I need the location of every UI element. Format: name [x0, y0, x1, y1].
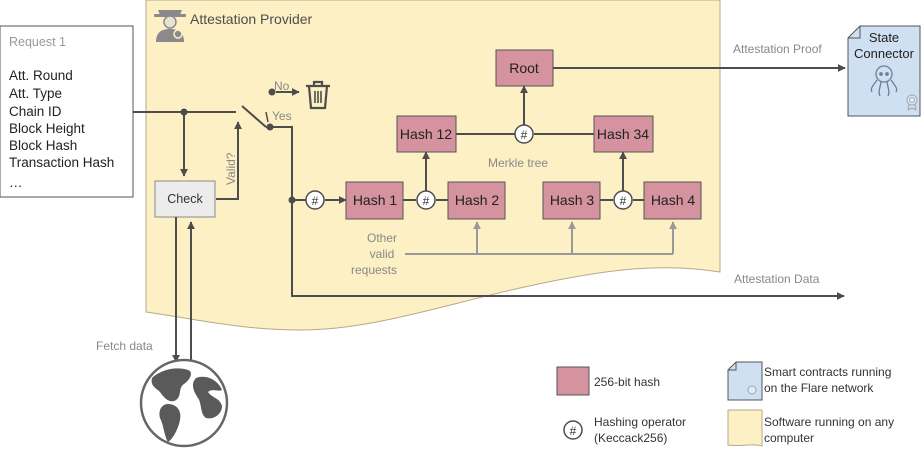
hash-operator-12-symbol: # [423, 194, 430, 208]
hash-operator-34 [613, 190, 633, 210]
request-field-transaction-hash: Transaction Hash [9, 155, 114, 170]
legend-smart-contract-fold [728, 362, 737, 371]
legend-hash-box-label: 256-bit hash [594, 375, 660, 389]
request-field-ellipsis: … [9, 175, 23, 190]
legend-hash-operator-symbol: # [570, 424, 577, 438]
hash-operator-34-symbol: # [620, 194, 627, 208]
trash-icon [306, 80, 330, 110]
legend-hash-operator-line-1: Hashing operator [594, 415, 686, 429]
provider-title: Attestation Provider [190, 11, 313, 27]
other-requests-line-3: requests [351, 263, 397, 277]
root-label: Root [509, 60, 539, 76]
hash-operator-input [305, 190, 325, 210]
hash2-label: Hash 2 [455, 192, 500, 208]
hash3-node [542, 181, 601, 220]
hash-operator-root-symbol: # [521, 128, 528, 142]
hash-operator-input-symbol: # [312, 194, 319, 208]
yes-label: Yes [272, 109, 292, 123]
request-field-block-hash: Block Hash [9, 138, 77, 153]
attestation-provider-area [145, 0, 721, 331]
junction-dot-yes [266, 123, 274, 131]
legend-software-shape [727, 409, 763, 447]
legend-smart-contract-shape [727, 361, 763, 401]
certificate-badge-icon [906, 94, 918, 111]
merkle-tree-label: Merkle tree [488, 156, 548, 170]
hash34-label: Hash 34 [597, 126, 649, 142]
legend-software-line-1: Software running on any [764, 415, 894, 429]
globe-icon [139, 358, 229, 448]
check-box [154, 180, 216, 218]
state-connector-box [847, 25, 921, 117]
fetch-data-label: Fetch data [96, 339, 153, 353]
legend-certificate-icon [747, 385, 757, 395]
hash-operator-12 [416, 190, 436, 210]
legend-hash-operator-line-2: (Keccack256) [594, 431, 667, 445]
junction-dot-data [288, 196, 296, 204]
state-connector-fold [848, 26, 861, 39]
state-connector-line-2: Connector [854, 46, 915, 61]
legend-hash-operator [563, 420, 583, 440]
hash2-node [447, 181, 506, 220]
merkle-tree-lines [400, 64, 846, 201]
request-field-att-round: Att. Round [9, 68, 73, 83]
hash4-label: Hash 4 [651, 192, 696, 208]
request-box [0, 25, 134, 198]
hash4-node [643, 181, 702, 220]
hash34-node [593, 115, 654, 153]
request-field-att-type: Att. Type [9, 86, 62, 101]
attestation-proof-label: Attestation Proof [733, 42, 822, 56]
fetch-data-lines [172, 217, 195, 363]
hash-operator-root [514, 124, 534, 144]
request-field-block-height: Block Height [9, 121, 85, 136]
other-requests-lines [405, 221, 677, 255]
legend-hash-box [556, 366, 590, 396]
state-connector-line-1: State [869, 30, 899, 45]
other-requests-line-1: Other [367, 231, 397, 245]
attestation-data-label: Attestation Data [734, 272, 820, 286]
hash12-node [396, 115, 457, 153]
junction-dot-request [180, 108, 188, 116]
root-node [495, 49, 554, 87]
hash1-label: Hash 1 [353, 192, 398, 208]
junction-dot-no [268, 88, 276, 96]
legend-smart-contract-line-1: Smart contracts running [764, 365, 891, 379]
other-requests-line-2: valid [370, 247, 395, 261]
request-field-chain-id: Chain ID [9, 104, 62, 119]
octopus-icon [870, 65, 898, 97]
valid-label: Valid? [224, 152, 238, 185]
hash3-label: Hash 3 [550, 192, 595, 208]
legend-software-line-2: computer [764, 431, 814, 445]
check-label: Check [167, 192, 203, 206]
legend-smart-contract-line-2: on the Flare network [764, 381, 874, 395]
request-title: Request 1 [9, 35, 66, 49]
hash12-label: Hash 12 [400, 126, 452, 142]
provider-person-icon [154, 10, 186, 42]
hash1-node [345, 181, 404, 220]
no-label: No [274, 79, 290, 93]
